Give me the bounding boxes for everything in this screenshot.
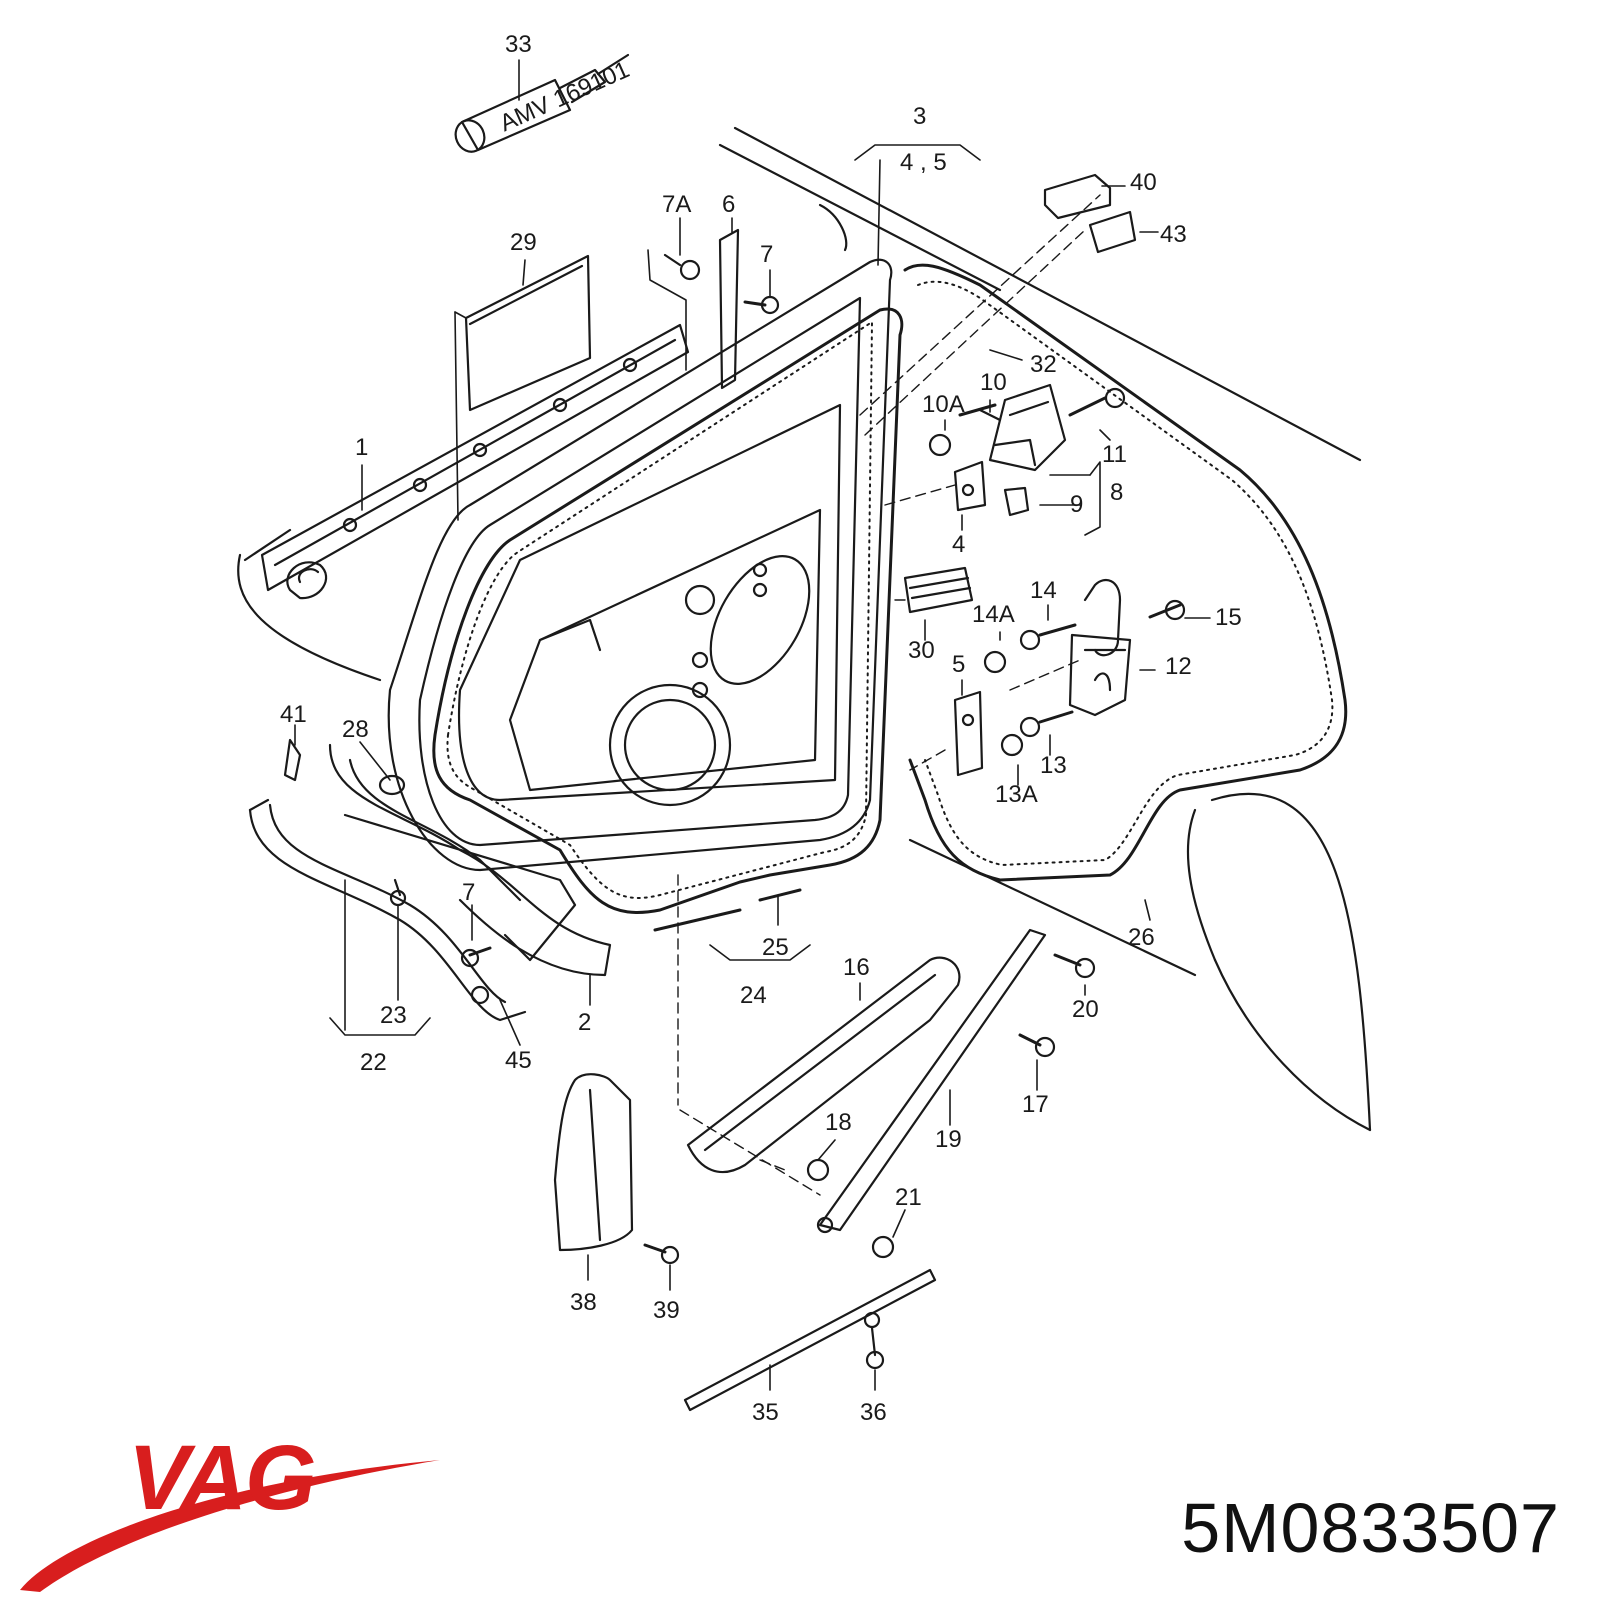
callout-20: 20: [1072, 996, 1099, 1023]
sill-strip-part: [683, 1268, 937, 1412]
callout-1: 1: [355, 434, 368, 461]
foam-block-part: [903, 566, 974, 614]
sealant-tube-part: AMV 169101: [454, 53, 634, 153]
callout-29: 29: [510, 229, 537, 256]
callout-21: 21: [895, 1184, 922, 1211]
callout-10a: 10A: [922, 391, 965, 418]
callout-13: 13: [1040, 752, 1067, 779]
mud-flap-part: [553, 1073, 680, 1265]
callout-28: 28: [342, 716, 369, 743]
leader-lines: [294, 59, 1211, 1391]
callout-35: 35: [752, 1399, 779, 1426]
callout-18: 18: [825, 1109, 852, 1136]
callout-4-5: 4 , 5: [900, 149, 947, 176]
callout-19: 19: [935, 1126, 962, 1153]
part-number: 5M0833507: [1181, 1489, 1560, 1567]
insulation-panel-part: [464, 254, 592, 412]
callout-30: 30: [908, 637, 935, 664]
assembly-dash-lines: [677, 194, 1101, 1196]
callout-38: 38: [570, 1289, 597, 1316]
callout-36: 36: [860, 1399, 887, 1426]
callout-9: 9: [1070, 491, 1083, 518]
door-trim-strip-part: [260, 323, 690, 600]
callout-7-low: 7: [462, 879, 475, 906]
door-seal-part: [432, 307, 904, 914]
callout-41: 41: [280, 701, 307, 728]
callout-14: 14: [1030, 577, 1057, 604]
callout-26: 26: [1128, 924, 1155, 951]
callout-24: 24: [740, 982, 767, 1009]
door-bottom-seal-part: [653, 888, 802, 932]
body-opening-seal-part: [903, 263, 1348, 882]
callout-22: 22: [360, 1049, 387, 1076]
callout-43: 43: [1160, 221, 1187, 248]
callout-12: 12: [1165, 653, 1192, 680]
callout-23: 23: [380, 1002, 407, 1029]
window-guide-part: [663, 228, 780, 390]
callout-25: 25: [762, 934, 789, 961]
callout-5: 5: [952, 651, 965, 678]
brand-logo-text: VAG: [128, 1427, 317, 1529]
wheel-arch-trim-parts: [248, 738, 612, 1022]
callout-45: 45: [505, 1047, 532, 1074]
callout-2: 2: [578, 1009, 591, 1036]
callout-16: 16: [843, 954, 870, 981]
callout-7a: 7A: [662, 191, 691, 218]
callout-33: 33: [505, 31, 532, 58]
callout-4: 4: [952, 531, 965, 558]
callout-7-top: 7: [760, 241, 773, 268]
callout-8: 8: [1110, 479, 1123, 506]
callout-10: 10: [980, 369, 1007, 396]
callout-labels: 33 3 4 , 5 40 43 7A 6 7 29 32 10A 10 11 …: [280, 31, 1242, 1426]
callout-40: 40: [1130, 169, 1157, 196]
callout-17: 17: [1022, 1091, 1049, 1118]
vehicle-body-outline: [237, 126, 1372, 1132]
callout-3: 3: [913, 103, 926, 130]
callout-39: 39: [653, 1297, 680, 1324]
callout-32: 32: [1030, 351, 1057, 378]
callout-6: 6: [722, 191, 735, 218]
callout-11: 11: [1102, 441, 1127, 468]
lower-hinge-part: [953, 578, 1186, 777]
upper-hinge-part: [928, 383, 1126, 517]
callout-13a: 13A: [995, 781, 1038, 808]
callout-15: 15: [1215, 604, 1242, 631]
clip-parts: [1043, 173, 1137, 254]
callout-14a: 14A: [972, 601, 1015, 628]
